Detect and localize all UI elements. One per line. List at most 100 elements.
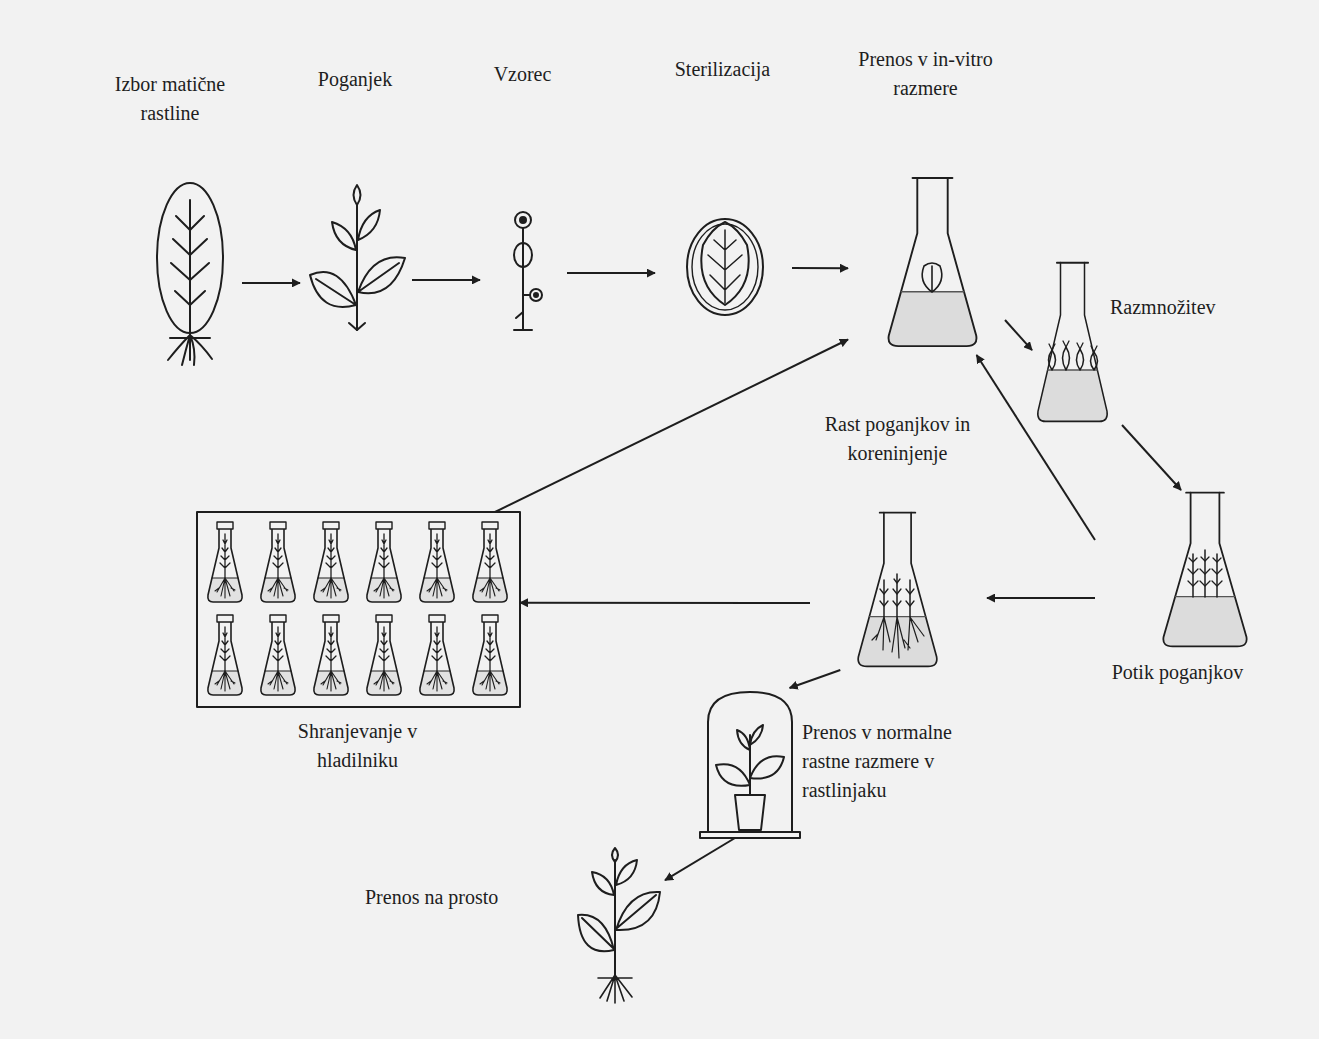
flow-arrow <box>790 670 841 688</box>
process-stage: Razmnožitev <box>1032 255 1232 425</box>
sample-drawing <box>530 289 542 301</box>
shoot-flask <box>1188 557 1222 586</box>
process-stage: Shranjevanje v hladilniku <box>195 512 520 787</box>
field-plant <box>592 872 614 895</box>
storage-rack <box>473 522 507 602</box>
shoot-drawing <box>356 205 358 330</box>
rooting-flask <box>872 617 924 658</box>
stage-label: Shranjevanje v hladilniku <box>270 717 445 775</box>
field-plant <box>614 860 616 975</box>
shoot-flask <box>1163 493 1246 647</box>
greenhouse-bell-jar <box>735 795 765 830</box>
flow-arrow <box>242 282 300 284</box>
process-stage: Potik poganjkov <box>1095 490 1262 695</box>
process-stage: Vzorec <box>480 60 567 335</box>
storage-rack <box>367 615 401 695</box>
sample-drawing <box>520 217 526 223</box>
field-plant <box>578 915 614 951</box>
sample-drawing <box>514 312 532 330</box>
shoot-drawing <box>349 323 365 330</box>
flow-arrow <box>665 838 735 880</box>
storage-rack <box>314 522 348 602</box>
sterilized-explant <box>701 222 748 305</box>
sterilized-explant <box>687 219 763 315</box>
sample-drawing <box>514 243 532 267</box>
in-vitro-flask <box>922 263 942 292</box>
process-stage: Poganjek <box>300 65 412 335</box>
multiplication-flask <box>1049 347 1098 370</box>
multiplication-flask <box>1038 263 1107 422</box>
storage-rack <box>367 522 401 602</box>
field-plant <box>616 860 637 885</box>
shoot-drawing <box>310 185 405 330</box>
greenhouse-bell-jar <box>700 832 800 838</box>
rooting-flask <box>880 579 914 606</box>
greenhouse-bell-jar <box>750 756 784 778</box>
sterilized-explant <box>687 219 763 315</box>
flow-arrow <box>1005 320 1032 350</box>
stage-label: Poganjek <box>300 65 410 94</box>
shoot-flask <box>1163 493 1246 647</box>
mother-plant <box>168 335 212 365</box>
field-plant <box>616 892 660 930</box>
process-stage: Prenos v in-vitro razmere <box>848 45 1005 355</box>
stage-label: Prenos v normalne rastne razmere v rastl… <box>802 718 977 805</box>
stage-label: Razmnožitev <box>1110 293 1228 322</box>
mother-plant <box>157 183 223 365</box>
stage-label: Prenos v in-vitro razmere <box>848 45 1003 103</box>
flow-arrow <box>977 355 1095 540</box>
flow-arrow <box>567 272 655 274</box>
stage-label: Sterilizacija <box>655 55 790 84</box>
in-vitro-flask <box>889 178 977 346</box>
multiplication-flask <box>1038 263 1107 422</box>
flow-arrow <box>495 340 848 513</box>
shoot-drawing <box>358 257 405 293</box>
storage-rack <box>314 615 348 695</box>
shoot-drawing <box>354 185 361 205</box>
sample-drawing <box>515 212 531 228</box>
flow-arrow <box>792 267 848 269</box>
field-plant <box>612 848 618 862</box>
greenhouse-bell-jar <box>750 725 763 745</box>
shoot-drawing <box>332 222 356 250</box>
stage-label: Prenos na prosto <box>365 883 530 912</box>
rooting-flask <box>858 513 937 667</box>
flow-arrow <box>987 597 1095 599</box>
process-stage: Sterilizacija <box>655 55 792 320</box>
sterilized-explant <box>708 230 742 303</box>
stage-label: Rast poganjkov in koreninjenje <box>810 410 985 468</box>
field-plant <box>598 975 632 1003</box>
shoot-drawing <box>310 272 356 307</box>
storage-rack <box>420 522 454 602</box>
sample-drawing <box>523 294 530 296</box>
process-stage: Rast poganjkov in koreninjenje <box>810 410 987 670</box>
sample-drawing <box>514 212 542 330</box>
rooting-flask <box>858 513 937 667</box>
storage-rack <box>197 512 520 707</box>
flow-arrow <box>412 279 480 281</box>
greenhouse-bell-jar <box>737 730 750 750</box>
storage-rack <box>208 522 242 602</box>
storage-rack <box>473 615 507 695</box>
greenhouse-bell-jar <box>716 764 750 786</box>
storage-rack <box>261 615 295 695</box>
storage-rack <box>261 522 295 602</box>
stage-label: Izbor matične rastline <box>100 70 240 128</box>
process-stage: Prenos v normalne rastne razmere v rastl… <box>700 688 980 838</box>
process-stage: Izbor matične rastline <box>100 70 242 370</box>
process-stage: Prenos na prosto <box>365 845 665 1005</box>
multiplication-flask <box>1049 341 1097 352</box>
shoot-drawing <box>358 210 380 240</box>
sample-drawing <box>534 293 538 297</box>
storage-rack <box>197 512 520 707</box>
greenhouse-bell-jar <box>700 692 800 838</box>
stage-label: Potik poganjkov <box>1095 658 1260 687</box>
flow-arrow <box>1122 425 1181 490</box>
storage-rack <box>208 615 242 695</box>
flow-arrow <box>520 602 810 604</box>
rooting-flask <box>884 574 910 617</box>
stage-label: Vzorec <box>480 60 565 89</box>
